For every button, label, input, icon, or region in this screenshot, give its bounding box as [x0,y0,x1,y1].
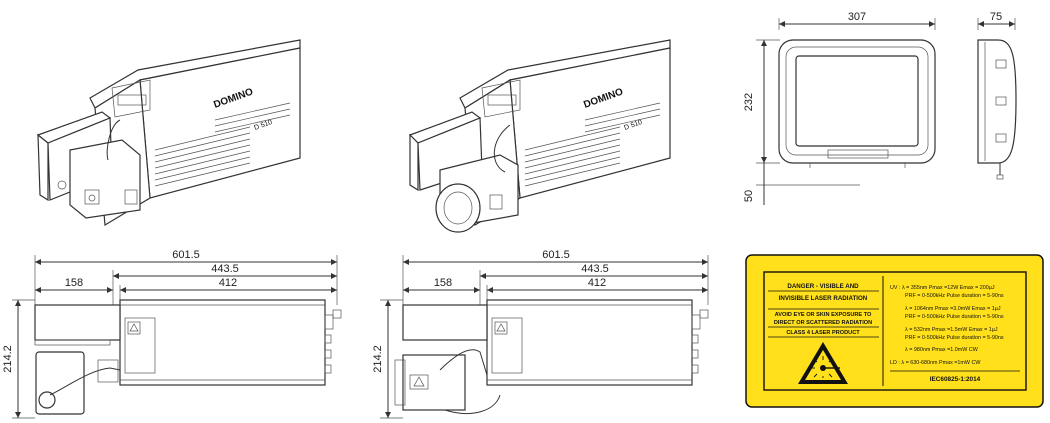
monitor-depth-label: 75 [990,11,1002,23]
warning-avoid-line2: DIRECT OR SCATTERED RADIATION [774,320,872,326]
warning-title-line1: DANGER - VISIBLE AND [787,283,859,290]
side-b-overall-dim: 601.5 [542,249,570,261]
side-view-b: 601.5 443.5 158 412 214.2 [372,249,709,419]
side-b-cabinet-head-dim: 443.5 [581,263,609,275]
isometric-view-left: DOMINO D 510 [36,39,301,227]
side-a-height-dim: 214.2 [2,345,14,373]
laser-hazard-icon [798,342,848,384]
isometric-view-right: DOMINO D 510 [408,39,671,233]
monitor-base-label: 50 [743,190,755,202]
warning-avoid-line1: AVOID EYE OR SKIN EXPOSURE TO [775,312,872,318]
monitor-width-label: 307 [848,11,866,23]
monitor-side-view: 75 [977,11,1017,180]
side-a-head-dim: 158 [65,277,83,289]
spec-uv-line1: UV : λ = 355nm Pmax =12W Emax = 200µJ [890,285,995,291]
side-b-height-dim: 214.2 [372,345,384,373]
warning-standard: IEC60825-1:2014 [930,376,981,383]
spec-green-line2: PRF = 0-500kHz Pulse duration = 5-90ns [905,335,1004,341]
spec-uv-line2: PRF = 0-500kHz Pulse duration = 5-90ns [905,293,1004,299]
side-view-a: 601.5 443.5 158 412 214.2 [2,249,342,419]
spec-ir-line1: λ = 1064nm Pmax =3.0mW Emax = 1µJ [905,306,1001,312]
monitor-height-label: 232 [743,93,755,111]
warning-class-line: CLASS 4 LASER PRODUCT [786,330,860,336]
warning-title-line2: INVISIBLE LASER RADIATION [779,295,868,302]
side-a-cabinet-dim: 412 [219,277,237,289]
spec-ir-line2: PRF = 0-500kHz Pulse duration = 5-90ns [905,314,1004,320]
side-b-cabinet-dim: 412 [588,277,606,289]
spec-green-line1: λ = 532nm Pmax =1.5mW Emax = 1µJ [905,327,998,333]
spec-cw-line: λ = 980nm Pmax =1.0mW CW [905,347,979,353]
side-a-overall-dim: 601.5 [172,249,200,261]
monitor-front-view: 307 232 50 [743,11,936,205]
laser-warning-label: DANGER - VISIBLE AND INVISIBLE LASER RAD… [745,254,1044,408]
spec-ld-line: LD : λ = 630-680nm Pmax =1mW CW [890,360,981,366]
side-a-cabinet-head-dim: 443.5 [211,263,239,275]
side-b-head-dim: 158 [434,277,452,289]
